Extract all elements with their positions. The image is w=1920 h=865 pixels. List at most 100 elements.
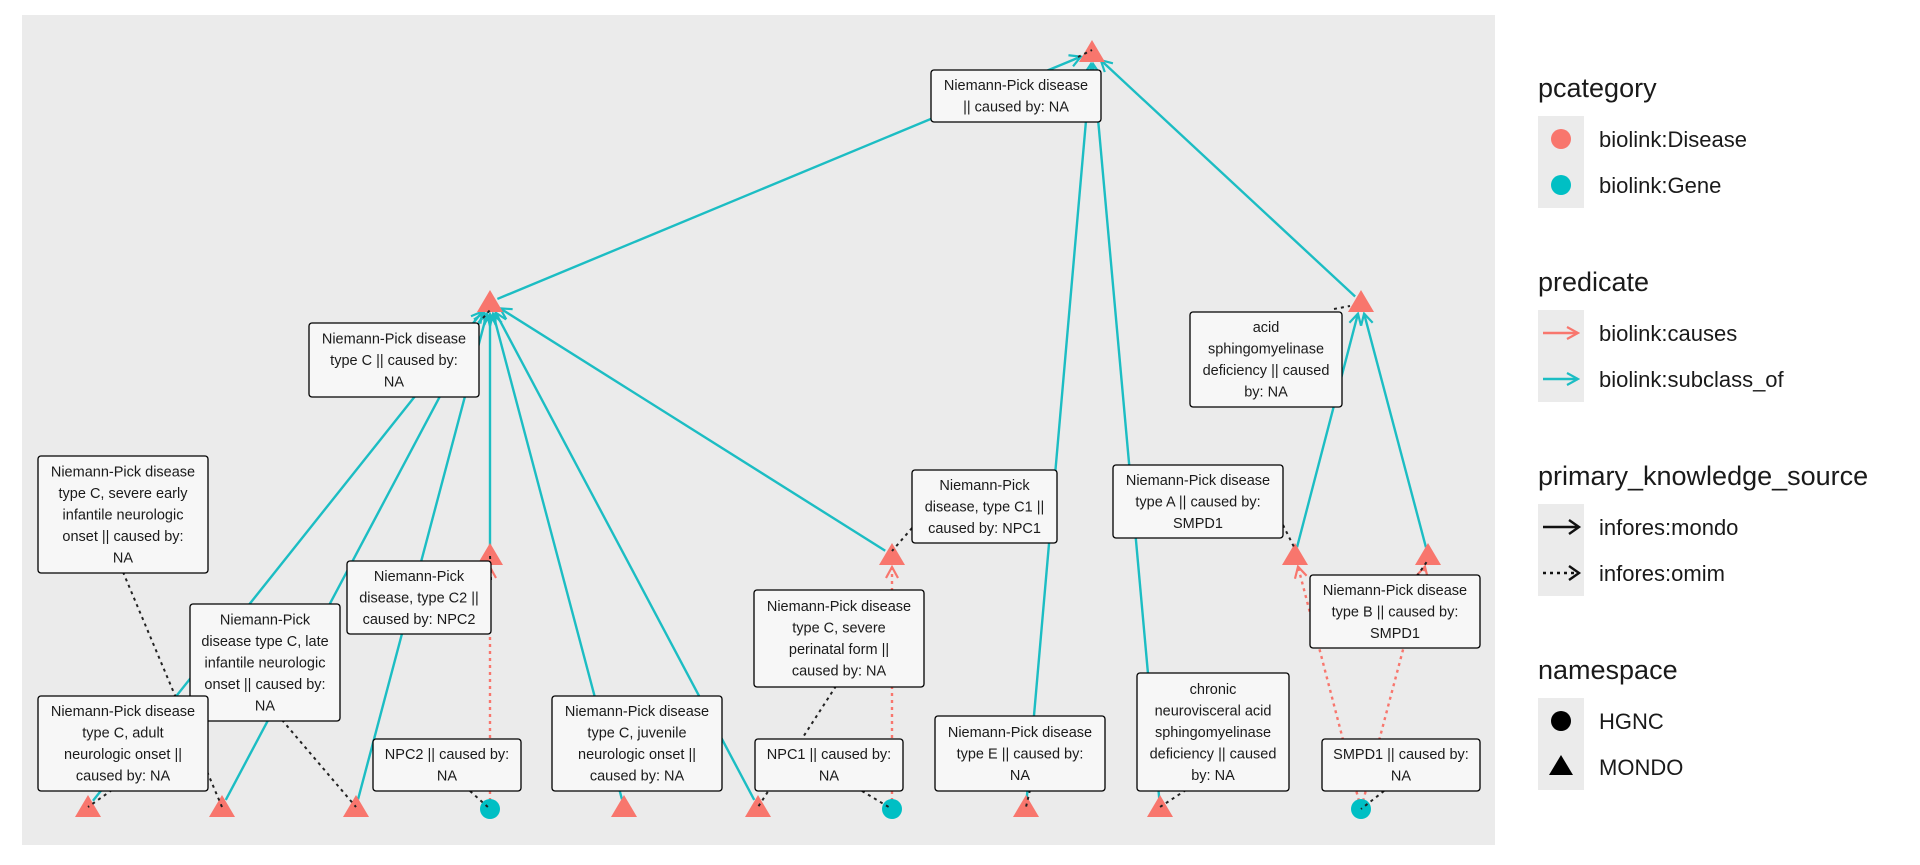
node-label-line: caused by: NA [590, 769, 685, 785]
label-leader-line [1025, 789, 1031, 808]
node-label-line: Niemann-Pick [220, 612, 311, 628]
gene-node [882, 799, 902, 819]
node-label-box [754, 738, 904, 792]
node-label-line: type C, adult [82, 726, 163, 742]
node-label-line: Niemann-Pick disease [51, 464, 195, 480]
label-leader-line [1077, 49, 1093, 58]
node-label-box [930, 69, 1102, 123]
node-label-line: deficiency || caused [1203, 363, 1330, 379]
node-label: Niemann-Pick disease type B || caused by:… [1309, 574, 1481, 649]
node-label-line: disease type C, late [201, 634, 328, 650]
legend-disease-dot [1551, 129, 1571, 149]
node-label-line: Niemann-Pick disease [767, 599, 911, 615]
legend-omim-arrowhead [1568, 565, 1582, 581]
node-label-line: Niemann-Pick disease [1126, 473, 1270, 489]
node-label-line: disease, type C2 || [359, 590, 479, 606]
node-label-line: NPC1 || caused by: [767, 747, 891, 763]
node-label-line: onset || caused by: [62, 529, 183, 545]
edge-subclass-of [500, 308, 886, 552]
node-label-line: NA [113, 550, 133, 566]
legend-omim-label: infores:omim [1599, 561, 1725, 586]
node-label-box [753, 589, 925, 688]
node-label-line: || caused by: NA [963, 100, 1069, 116]
label-leader-line [1333, 305, 1351, 310]
node-label-line: type C, juvenile [587, 726, 686, 742]
node-label-line: Niemann-Pick disease [1323, 583, 1467, 599]
node-label-box [911, 469, 1058, 544]
node-label-box [37, 695, 209, 792]
node-label-line: NA [384, 374, 404, 390]
node-label: SMPD1 || caused by: NA [1321, 738, 1481, 792]
node-label-line: disease, type C1 || [925, 499, 1045, 515]
node-label-line: caused by: NA [76, 769, 171, 785]
node-label-line: by: NA [1244, 385, 1288, 401]
legend-pcategory-title: pcategory [1538, 73, 1657, 103]
edge-causes [1361, 567, 1425, 802]
edge-causes [1298, 567, 1361, 802]
node-label-line: Niemann-Pick disease [565, 704, 709, 720]
node-label-line: type A || caused by: [1135, 494, 1260, 510]
edge-subclass-of [1295, 314, 1358, 548]
label-leader-line [281, 719, 357, 808]
legend-mondo-arrow [1543, 519, 1582, 535]
disease-node [611, 795, 637, 817]
disease-node [477, 543, 503, 565]
label-leader-line [482, 309, 491, 319]
label-leader-line [1412, 559, 1429, 583]
node-label-line: Niemann-Pick disease [944, 78, 1088, 94]
node-label: Niemann-Pick disease type A || caused by:… [1112, 464, 1284, 539]
disease-node [1415, 543, 1441, 565]
label-leader-line [1360, 790, 1385, 810]
node-label: NPC1 || caused by:NA [754, 738, 904, 792]
node-label-box [551, 695, 723, 792]
node-label-box [1321, 738, 1481, 792]
label-leader-line [1282, 524, 1296, 550]
node-label: Niemann-Pick disease type C, juvenile neur… [551, 695, 723, 792]
node-label-box [1189, 311, 1343, 408]
node-label-line: by: NA [1191, 768, 1235, 784]
node-label-line: perinatal form || [789, 642, 889, 658]
node-label-line: Niemann-Pick disease [51, 704, 195, 720]
node-label: Niemann-Pick disease, type C1 || caused by… [911, 469, 1058, 544]
disease-node [1282, 543, 1308, 565]
legend: pcategory biolink:Disease biolink:Gene p… [1538, 73, 1868, 790]
node-label-line: SMPD1 || caused by: [1333, 747, 1469, 763]
legend-gene-label: biolink:Gene [1599, 173, 1721, 198]
node-label-line: deficiency || caused [1150, 746, 1277, 762]
node-label-line: NA [1010, 768, 1030, 784]
node-label-line: acid [1253, 320, 1280, 336]
node-label-line: infantile neurologic [205, 655, 326, 671]
node-label-line: NA [255, 698, 275, 714]
legend-subclass-label: biolink:subclass_of [1599, 367, 1785, 392]
node-label-line: type B || caused by: [1332, 604, 1459, 620]
node-label-line: caused by: NPC2 [363, 612, 476, 628]
label-leader-line [891, 527, 913, 552]
node-label-line: caused by: NA [792, 664, 887, 680]
label-leader-line [1159, 789, 1187, 808]
node-label-box [1309, 574, 1481, 649]
node-label-box [1112, 464, 1284, 539]
node-label-line: NA [1391, 769, 1411, 785]
node-label-line: type E || caused by: [957, 746, 1084, 762]
disease-node [879, 543, 905, 565]
node-label-line: sphingomyelinase [1208, 342, 1324, 358]
legend-hgnc-circle [1551, 711, 1571, 731]
node-label-line: neurologic onset || [578, 747, 696, 763]
node-label-line: Niemann-Pick [939, 478, 1030, 494]
legend-mondo-ns-label: MONDO [1599, 755, 1683, 780]
node-label-line: type C, severe [792, 621, 886, 637]
disease-node [745, 795, 771, 817]
edge-subclass-of [1101, 60, 1356, 298]
gene-node [480, 799, 500, 819]
node-label-box [37, 455, 209, 574]
node-label-line: Niemann-Pick [374, 569, 465, 585]
node-label: Niemann-Pick disease || caused by: NA [930, 69, 1102, 123]
node-label-line: chronic [1190, 682, 1237, 698]
node-label-line: caused by: NPC1 [928, 521, 1041, 537]
